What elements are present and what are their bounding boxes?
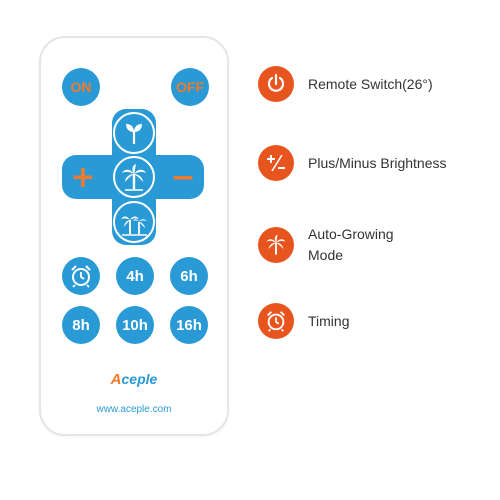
- seedling-button[interactable]: [113, 112, 155, 154]
- on-button[interactable]: ON: [62, 68, 100, 106]
- legend-text-auto-growing-line2: Mode: [308, 247, 344, 263]
- timer-8h-button[interactable]: 8h: [62, 306, 100, 344]
- timer-6h-button[interactable]: 6h: [170, 257, 208, 295]
- legend-text-auto-growing-line1: Auto-Growing: [308, 226, 394, 242]
- alarm-clock-icon: [258, 303, 294, 339]
- legend-text-brightness: Plus/Minus Brightness: [308, 154, 447, 171]
- remote-control: ON OFF: [39, 36, 229, 436]
- brand-logo: Aceple: [41, 371, 227, 388]
- plus-button[interactable]: +: [70, 159, 96, 195]
- legend-auto-growing: Auto-Growing Mode: [258, 224, 394, 266]
- legend-text-remote-switch: Remote Switch(26°): [308, 75, 433, 92]
- twin-palm-button[interactable]: [113, 201, 155, 243]
- legend-text-timing: Timing: [308, 312, 350, 329]
- brand-name: ceple: [121, 371, 158, 387]
- twin-palm-icon: [121, 216, 147, 236]
- minus-button[interactable]: −: [170, 159, 196, 195]
- plus-minus-icon: [258, 145, 294, 181]
- off-button[interactable]: OFF: [171, 68, 209, 106]
- website-text: www.aceple.com: [96, 404, 172, 415]
- legend-brightness: Plus/Minus Brightness: [258, 145, 447, 181]
- palm-tree-icon: [122, 164, 146, 191]
- auto-grow-button[interactable]: [113, 156, 155, 198]
- seedling-icon: [126, 124, 142, 144]
- legend-remote-switch: Remote Switch(26°): [258, 66, 433, 102]
- legend-text-auto-growing: Auto-Growing Mode: [308, 224, 394, 266]
- power-icon: [258, 66, 294, 102]
- legend-timing: Timing: [258, 303, 350, 339]
- timer-16h-button[interactable]: 16h: [170, 306, 208, 344]
- timer-10h-button[interactable]: 10h: [116, 306, 154, 344]
- timer-4h-button[interactable]: 4h: [116, 257, 154, 295]
- brand-initial: A: [110, 371, 122, 388]
- palm-tree-icon: [258, 227, 294, 263]
- alarm-clock-icon: [71, 265, 91, 288]
- timer-clock-button[interactable]: [62, 257, 100, 295]
